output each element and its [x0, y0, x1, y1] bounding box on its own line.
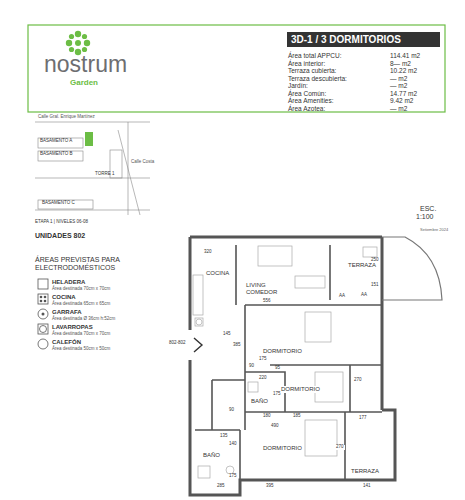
- note-text: ETAPA 1 | NIVELES 06-08: [35, 220, 88, 225]
- plan-label: 135: [219, 434, 229, 439]
- note-text: Calle Costa: [131, 160, 154, 165]
- note-text: Jardín:: [288, 82, 308, 89]
- note-text: 1:100: [416, 213, 434, 221]
- legend-text: HELADERA: [52, 279, 85, 286]
- plan-label: DORMITORIO: [280, 386, 321, 393]
- note-text: 9.42 m2: [390, 97, 414, 104]
- plan-label: 95: [274, 366, 281, 371]
- note-text: Área Amenities:: [288, 97, 334, 104]
- plan-label: 490: [270, 424, 280, 429]
- note-text: — m2: [390, 105, 407, 112]
- plan-label: 385: [232, 343, 242, 348]
- plan-label: 141: [362, 484, 372, 489]
- plan-label: BAÑO: [202, 452, 221, 459]
- legend-sample: [37, 338, 49, 350]
- plan-label: LIVING COMEDOR: [245, 282, 279, 295]
- plan-label: 145: [222, 332, 232, 337]
- plan-label: 270: [335, 445, 345, 450]
- note-text: BASAMENTO A: [40, 139, 72, 144]
- legend-text: GARRAFA: [52, 309, 82, 316]
- legend-sample: [37, 278, 49, 290]
- legend-text: COCINA: [52, 294, 76, 301]
- plan-label: 802-802: [168, 341, 187, 346]
- note-text: TORRE 1: [95, 172, 114, 177]
- note-text: Área destinada 50cm x 50cm: [52, 347, 110, 352]
- note-text: — m2: [390, 82, 407, 89]
- note-text: 8— m2: [390, 60, 411, 67]
- note-text: UNIDADES 802: [35, 232, 85, 240]
- plan-label: 320: [203, 250, 213, 255]
- note-text: Área Común:: [288, 90, 326, 97]
- plan-label: 285: [216, 484, 226, 489]
- note-text: BASAMENTO B: [40, 152, 72, 157]
- plan-label: 395: [265, 484, 275, 489]
- plan-label: 90: [248, 364, 255, 369]
- note-text: 10.22 m2: [390, 67, 417, 74]
- note-text: — m2: [390, 75, 407, 82]
- plan-label: BAÑO: [250, 398, 269, 405]
- plan-label: 140: [228, 442, 238, 447]
- plan-label: 90: [228, 408, 235, 413]
- note-text: Calle Gral. Enrique Martínez: [38, 115, 95, 120]
- plan-label: DORMITORIO: [262, 445, 303, 452]
- plan-label: 175: [272, 392, 282, 397]
- band-title: 3D-1 / 3 DORMITORIOS: [291, 34, 436, 45]
- note-text: Área interior:: [288, 60, 325, 67]
- legend-sample: [37, 323, 49, 335]
- logo-text: nostrum: [44, 52, 127, 77]
- note-text: Área Azotea:: [288, 105, 325, 112]
- logo-text: Garden: [70, 79, 98, 88]
- note-text: ÁREAS PREVISTAS PARA ELECTRODOMÉSTICOS: [35, 256, 150, 271]
- plan-label: 175: [228, 474, 238, 479]
- plan-label: AA: [360, 293, 368, 298]
- plan-label: 556: [262, 299, 272, 304]
- note-text: Terraza cubierta:: [288, 67, 336, 74]
- note-text: Área destinada 65cm x 65cm: [52, 302, 110, 307]
- legend-text: LAVARROPAS: [52, 324, 93, 331]
- legend-sample: [37, 293, 49, 305]
- note-text: 14.77 m2: [390, 90, 417, 97]
- note-text: Setiembre 2024: [420, 228, 448, 232]
- note-text: 114.41 m2: [390, 52, 420, 59]
- plan-label: DORMITORIO: [262, 348, 303, 355]
- plan-label: TERRAZA: [350, 468, 380, 475]
- note-text: Área destinada 70cm x 70cm: [52, 332, 110, 337]
- plan-label: 270: [353, 378, 363, 383]
- note-text: Área total APPCU:: [288, 52, 341, 59]
- plan-label: TERRAZA: [347, 262, 377, 269]
- plan-label: 250: [370, 258, 380, 263]
- note-text: BASAMENTO C: [42, 201, 75, 206]
- plan-label: AA: [338, 294, 346, 299]
- plan-label: 180: [262, 414, 272, 419]
- title-band: 3D-1 / 3 DORMITORIOS: [287, 32, 440, 47]
- plan-label: COCINA: [205, 270, 230, 277]
- legend-text: CALEFÓN: [52, 339, 81, 346]
- plan-label: 185: [292, 414, 302, 419]
- plan-label: 151: [370, 283, 380, 288]
- plan-label: 175: [258, 357, 268, 362]
- note-text: Área destinada 70cm x 70cm: [52, 287, 110, 292]
- plan-label: 220: [258, 376, 268, 381]
- note-text: Terraza descubierta:: [288, 75, 347, 82]
- note-text: Área destinada Ø 36cm h:52cm: [52, 317, 115, 322]
- plan-label: 177: [358, 416, 368, 421]
- legend-sample: [37, 308, 49, 320]
- note-text: ESC.: [420, 205, 436, 213]
